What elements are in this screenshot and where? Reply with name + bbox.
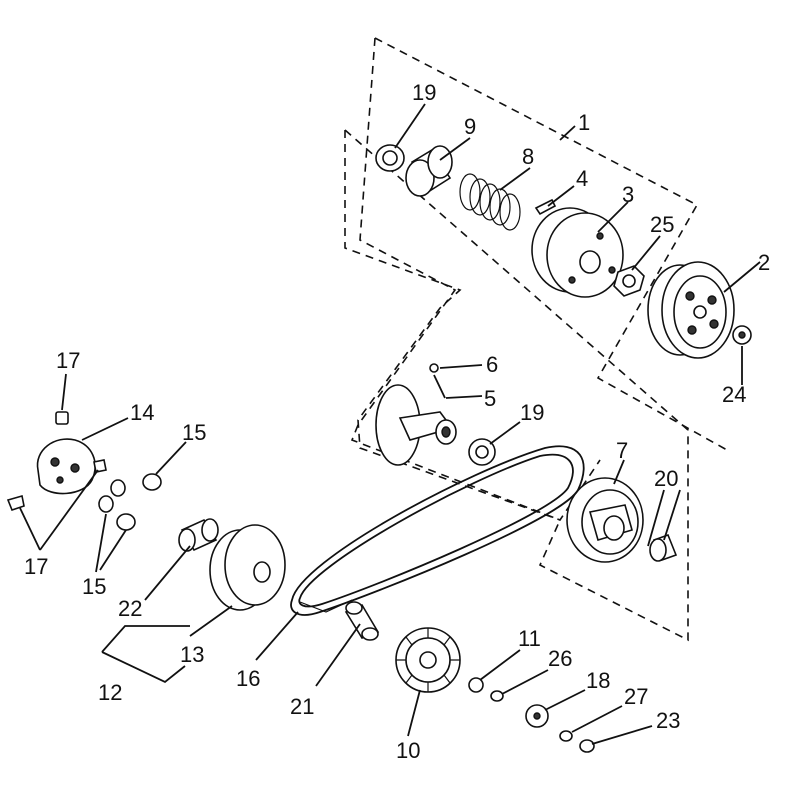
callout-15-upper: 15 xyxy=(182,420,206,445)
callout-23: 23 xyxy=(656,708,680,733)
callout-16: 16 xyxy=(236,666,260,691)
callout-14: 14 xyxy=(130,400,154,425)
part-17-slider-right xyxy=(93,459,107,473)
part-11-star-washer xyxy=(468,677,484,693)
callout-20: 20 xyxy=(654,466,678,491)
callout-6: 6 xyxy=(486,352,498,377)
part-15-roller-c xyxy=(98,495,114,513)
part-25-nut xyxy=(613,265,645,297)
part-26-washer xyxy=(490,690,504,702)
part-19-washer-lower xyxy=(468,438,496,466)
part-6-pin xyxy=(429,363,439,373)
clutch-group-boundary xyxy=(350,37,728,521)
callout-25: 25 xyxy=(650,212,674,237)
callout-21: 21 xyxy=(290,694,314,719)
part-23-nut xyxy=(579,739,595,753)
part-24-nut xyxy=(732,325,752,345)
part-2-clutch-bell xyxy=(647,261,735,359)
callout-10: 10 xyxy=(396,738,420,763)
callout-24: 24 xyxy=(722,382,746,407)
part-10-fan xyxy=(395,627,461,693)
callout-22: 22 xyxy=(118,596,142,621)
part-17-slider-left xyxy=(6,494,25,511)
callout-17-upper: 17 xyxy=(56,348,80,373)
part-15-roller-a xyxy=(142,473,162,491)
part-21-sleeve xyxy=(344,601,380,641)
callout-17-lower: 17 xyxy=(24,554,48,579)
part-5-driven-face xyxy=(375,384,457,466)
callout-18: 18 xyxy=(586,668,610,693)
callout-27: 27 xyxy=(624,684,648,709)
leader-lines xyxy=(19,103,761,745)
callout-8: 8 xyxy=(522,144,534,169)
drive-group-boundary xyxy=(344,129,689,642)
part-22-collar xyxy=(178,518,219,552)
callout-12: 12 xyxy=(98,680,122,705)
part-27-washer xyxy=(559,730,573,742)
part-18-gear xyxy=(525,704,549,728)
callout-2: 2 xyxy=(758,250,770,275)
part-13-drive-face xyxy=(209,524,286,611)
part-15-roller-d xyxy=(116,513,136,531)
callout-7: 7 xyxy=(616,438,628,463)
callout-26: 26 xyxy=(548,646,572,671)
callout-15-lower: 15 xyxy=(82,574,106,599)
callout-11: 11 xyxy=(518,626,541,651)
part-19-washer-top xyxy=(375,144,405,172)
callout-19-upper: 19 xyxy=(412,80,436,105)
part-20-bushing xyxy=(649,533,678,562)
part-15-roller-b xyxy=(110,479,126,497)
callout-4: 4 xyxy=(576,166,588,191)
part-9-collar xyxy=(405,145,453,197)
part-7-driven-pulley xyxy=(566,477,644,563)
callout-13: 13 xyxy=(180,642,204,667)
part-16-belt xyxy=(290,445,585,616)
callout-9: 9 xyxy=(464,114,476,139)
part-17-slider-top xyxy=(55,411,69,425)
callout-labels: 1 2 3 4 5 6 7 8 9 10 11 12 13 14 15 15 1… xyxy=(24,80,770,763)
callout-19-lower: 19 xyxy=(520,400,544,425)
callout-5: 5 xyxy=(484,386,496,411)
callout-3: 3 xyxy=(622,182,634,207)
part-3-clutch-assembly xyxy=(531,207,624,298)
callout-1: 1 xyxy=(578,110,590,135)
part-14-ramp-plate xyxy=(36,438,96,495)
